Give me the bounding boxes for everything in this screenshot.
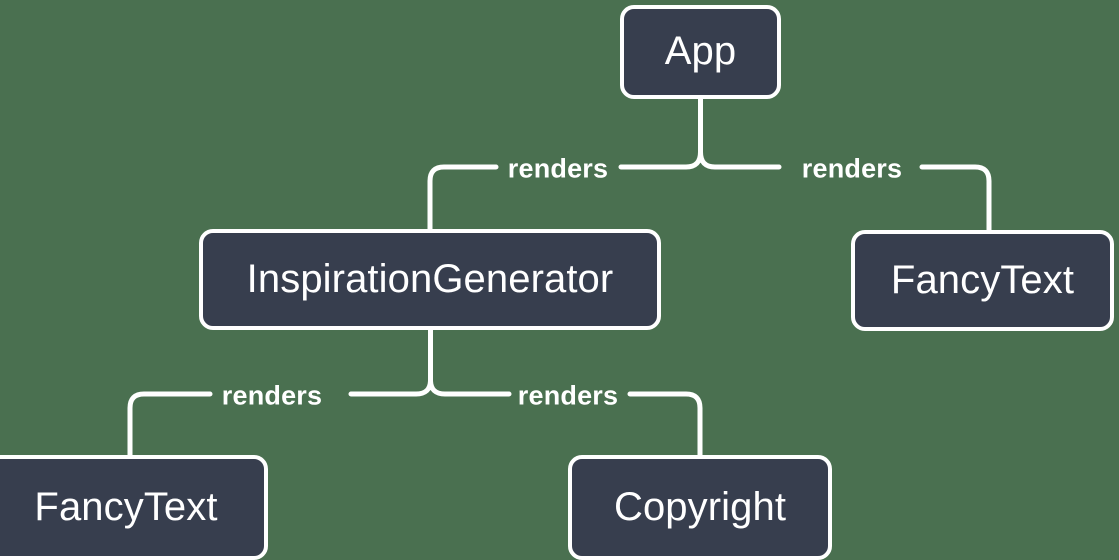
- node-inspirationgenerator[interactable]: InspirationGenerator: [199, 229, 661, 330]
- edge-app-to-fancytext: [919, 164, 992, 233]
- edge-label-inspirationgenerator-to-copyright: renders: [517, 380, 619, 411]
- edge-app-stem: [618, 96, 703, 170]
- node-fancytext-left[interactable]: FancyText: [0, 455, 268, 560]
- node-fancytext-left-label: FancyText: [34, 484, 218, 529]
- edge-app-stem-right: [698, 149, 782, 170]
- edge-inspirationgenerator-to-copyright: [627, 391, 703, 458]
- edge-inspirationgenerator-stem-right: [428, 377, 512, 397]
- node-app[interactable]: App: [620, 5, 781, 99]
- edge-label-inspirationgenerator-to-fancytext: renders: [221, 380, 323, 411]
- node-app-label: App: [664, 29, 737, 73]
- edge-label-app-to-inspirationgenerator: renders: [507, 153, 609, 184]
- edge-app-to-inspirationgenerator: [427, 164, 499, 232]
- edge-label-app-to-fancytext: renders: [801, 153, 903, 184]
- node-copyright-label: Copyright: [613, 484, 787, 529]
- edge-inspirationgenerator-to-fancytext: [127, 391, 213, 458]
- node-fancytext-right-label: FancyText: [890, 257, 1075, 302]
- node-copyright[interactable]: Copyright: [568, 455, 832, 560]
- node-fancytext-right[interactable]: FancyText: [851, 230, 1114, 331]
- node-inspirationgenerator-label: InspirationGenerator: [246, 256, 614, 301]
- edge-inspirationgenerator-stem: [348, 327, 433, 397]
